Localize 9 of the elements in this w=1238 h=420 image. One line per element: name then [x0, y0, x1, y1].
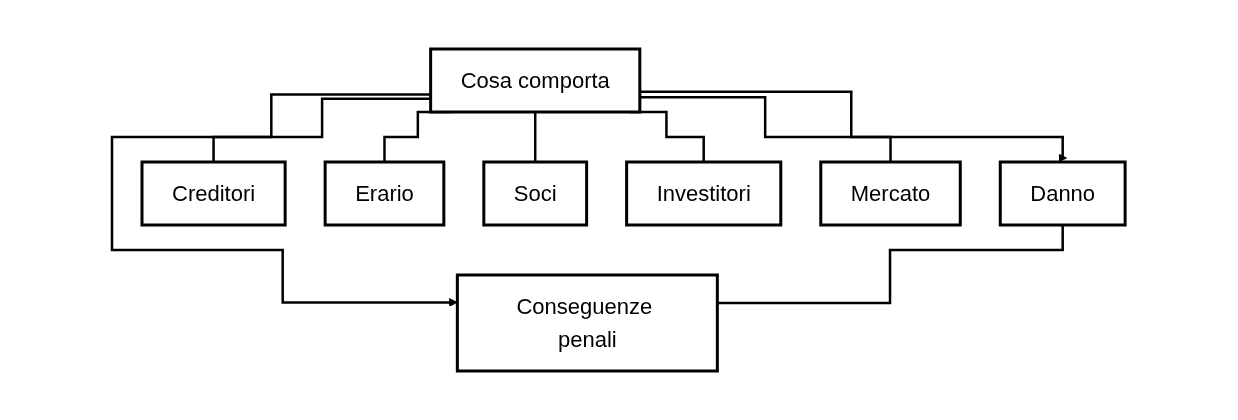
node-box: Mercato — [819, 160, 963, 227]
node-box: Conseguenze penali — [456, 273, 720, 373]
node-box: Cosa comporta — [429, 47, 642, 114]
node-box: Soci — [482, 160, 589, 227]
node-box: Creditori — [140, 160, 288, 227]
node-box: Danno — [999, 160, 1128, 227]
arrow — [640, 90, 1068, 163]
node-box: Erario — [324, 160, 446, 227]
node-box: Investitori — [625, 160, 783, 227]
